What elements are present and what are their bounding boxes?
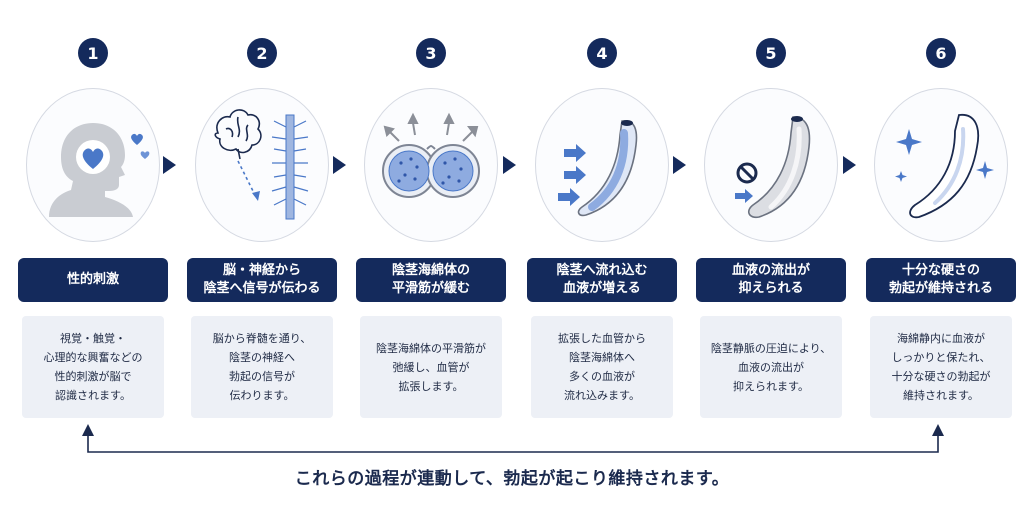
outflow-blocked-icon [735, 116, 811, 219]
step-number: 5 [756, 38, 786, 68]
head-heart-icon [49, 123, 150, 217]
step-description: 拡張した血管から 陰茎海綿体へ 多くの血液が 流れ込みます。 [531, 316, 673, 418]
step-number: 6 [926, 38, 956, 68]
sustained-erection-icon [895, 114, 994, 219]
step-description: 海綿静内に血液が しっかりと保たれ、 十分な硬さの勃起が 維持されます。 [870, 316, 1012, 418]
step-description: 脳から脊髄を通り、 陰茎の神経へ 勃起の信号が 伝わります。 [191, 316, 333, 418]
step-illustration [535, 88, 669, 242]
step-number: 2 [247, 38, 277, 68]
arrow-right-icon [503, 156, 516, 174]
summary-text: これらの過程が連動して、勃起が起こり維持されます。 [294, 469, 730, 489]
step-5: 5 血液の流出が 抑えられる 陰茎静脈の圧迫により、 血液の流出が 抑えられます… [696, 0, 846, 430]
step-illustration [364, 88, 498, 242]
step-title: 血液の流出が 抑えられる [696, 258, 846, 302]
arrow-right-icon [843, 156, 856, 174]
step-illustration [874, 88, 1008, 242]
step-illustration [195, 88, 329, 242]
arrow-right-icon [333, 156, 346, 174]
step-description: 陰茎海綿体の平滑筋が 弛緩し、血管が 拡張します。 [360, 316, 502, 418]
corpus-cavernosum-icon [382, 112, 480, 198]
arrow-right-icon [673, 156, 686, 174]
step-6: 6 十分な硬さの 勃起が維持される 海綿静内に血液が しっかりと保たれ、 十分な… [866, 0, 1016, 430]
step-1: 1 性的刺激 視覚・触覚・ 心理的な興奮などの 性的刺激が脳で 認識されます。 [18, 0, 168, 430]
step-4: 4 陰茎へ流れ込む 血液が増える 拡張した血管から 陰茎海綿体へ 多くの血液が … [527, 0, 677, 430]
arrow-right-icon [163, 156, 176, 174]
step-3: 3 陰 [356, 0, 506, 430]
arrow-up-icon [82, 424, 94, 436]
step-description: 陰茎静脈の圧迫により、 血液の流出が 抑えられます。 [700, 316, 842, 418]
step-illustration [704, 88, 838, 242]
step-title: 陰茎海綿体の 平滑筋が緩む [356, 258, 506, 302]
brain-nerve-icon [214, 109, 309, 220]
arrow-up-icon [932, 424, 944, 436]
step-title: 脳・神経から 陰茎へ信号が伝わる [187, 258, 337, 302]
step-number: 3 [416, 38, 446, 68]
step-illustration [26, 88, 160, 242]
step-2: 2 脳・神経から 陰茎へ信号が伝わる 脳から脊髄を通り、 [187, 0, 337, 430]
blood-inflow-icon [558, 120, 638, 217]
step-title: 陰茎へ流れ込む 血液が増える [527, 258, 677, 302]
step-number: 4 [587, 38, 617, 68]
step-number: 1 [78, 38, 108, 68]
step-title: 十分な硬さの 勃起が維持される [866, 258, 1016, 302]
step-title: 性的刺激 [18, 258, 168, 302]
step-description: 視覚・触覚・ 心理的な興奮などの 性的刺激が脳で 認識されます。 [22, 316, 164, 418]
